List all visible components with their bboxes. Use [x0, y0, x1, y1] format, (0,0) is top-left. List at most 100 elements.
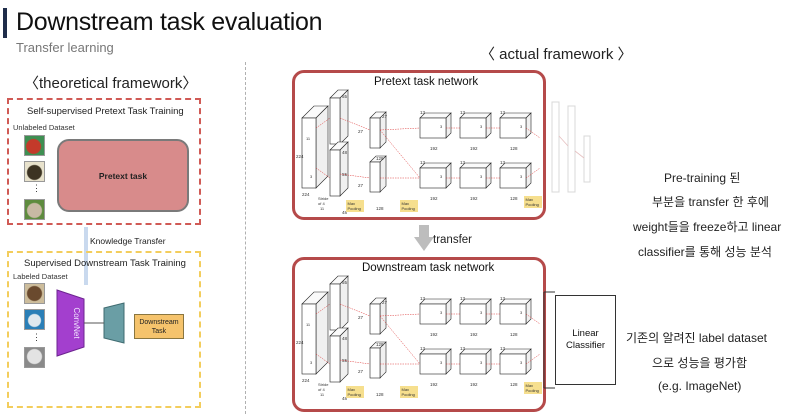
link-conv2-conv3-c [379, 129, 421, 179]
pretext-network-title: Pretext task network [374, 76, 479, 88]
downstream-training-title: Supervised Downstream Task Training [24, 258, 186, 269]
max-pool-3-box [524, 196, 542, 208]
input-size-a: 224 [296, 340, 304, 345]
unlabeled-dataset-label: Unlabeled Dataset [13, 123, 75, 132]
link-in-conv1-a [315, 303, 331, 315]
input-size-a: 224 [296, 154, 304, 159]
conv2-size-upper: 27 [382, 300, 388, 305]
linear-classifier-line1: Linear [572, 328, 599, 339]
unlabeled-image-animal [24, 161, 45, 182]
conv1-depth-bottom: 48 [342, 396, 348, 401]
max-pool-2-line1: Max [402, 387, 410, 392]
conv4-depth-upper: 192 [470, 332, 478, 337]
max-pool-1-line2: Pooling [348, 206, 361, 211]
input-size-b: 224 [302, 192, 310, 197]
note-pretraining-1: Pre-training 된 [664, 171, 741, 185]
link-conv5-out-b [525, 353, 541, 365]
max-pool-1-line2: Pooling [348, 392, 361, 397]
max-pool-3-box [524, 382, 542, 394]
note-eval-3: (e.g. ImageNet) [658, 379, 742, 393]
max-pool-3-line1: Max [526, 383, 534, 388]
input-size-b: 224 [302, 378, 310, 383]
conv3-kernel-lower: 3 [440, 174, 443, 179]
downstream-task-label-2: Task [151, 327, 167, 335]
labeled-ellipsis: ⋮ [32, 332, 41, 342]
linear-classifier-bracket [543, 291, 555, 389]
conv1-upper-front [329, 97, 341, 145]
input-volume-side [315, 105, 329, 189]
note-eval-2: 으로 성능을 평가함 [652, 356, 747, 370]
conv5-kernel-upper: 3 [520, 310, 523, 315]
labeled-dataset-label: Labeled Dataset [13, 272, 68, 281]
link-conv1-conv2-b [339, 173, 371, 179]
conv4-size-upper: 13 [460, 110, 466, 115]
convnet-trapezoid [56, 289, 85, 357]
conv4-kernel-lower: 3 [480, 174, 483, 179]
link-in-conv1-b [315, 167, 331, 179]
conv1-depth: 48 [342, 336, 348, 341]
note-eval-1: 기존의 알려진 label dataset [626, 331, 767, 345]
stride-label-1: Stride [318, 196, 329, 201]
conv5-size-upper: 13 [500, 296, 506, 301]
conv5-size-lower: 13 [500, 346, 506, 351]
link-conv1-conv2-a [339, 303, 371, 317]
max-pool-2-box [400, 200, 418, 212]
conv4-size-lower: 13 [460, 346, 466, 351]
conv5-size-lower: 13 [500, 160, 506, 165]
input-channels: 3 [310, 174, 313, 179]
title-accent-bar [3, 8, 7, 38]
conv4-depth-upper: 192 [470, 146, 478, 151]
conv3-kernel-lower: 3 [440, 360, 443, 365]
conv2-lower-front [369, 347, 381, 379]
max-pool-1-line1: Max [348, 201, 356, 206]
max-pool-1-box [346, 386, 364, 398]
convnet-label: ConvNet [72, 307, 81, 339]
conv5-depth-upper: 128 [510, 146, 518, 151]
pretext-training-panel [7, 98, 201, 225]
conv4-depth-lower: 192 [470, 196, 478, 201]
unlabeled-image-bird [24, 135, 45, 156]
link-conv5-out-a [525, 127, 541, 139]
link-conv2-conv3-a [379, 127, 421, 131]
max-pool-2-line1: Max [402, 201, 410, 206]
conv1-depth: 48 [342, 150, 348, 155]
link-conv5-out-b [525, 167, 541, 179]
conv2-depth-bottom: 128 [376, 206, 384, 211]
linear-classifier-box: Linear Classifier [555, 295, 616, 385]
knowledge-transfer-label: Knowledge Transfer [90, 236, 166, 246]
conv1-size-upper: 55 [342, 280, 348, 285]
kernel-size-11: 11 [320, 392, 325, 397]
note-pretraining-4: classifier를 통해 성능 분석 [638, 245, 772, 259]
max-pool-3-line2: Pooling [526, 202, 539, 207]
conv2-depth-bottom: 128 [376, 392, 384, 397]
conv2-size-upper-inner: 27 [358, 129, 364, 134]
knowledge-transfer-arrow [84, 227, 88, 285]
conv5-depth-lower: 128 [510, 382, 518, 387]
conv4-kernel-lower: 3 [480, 360, 483, 365]
faded-link-1 [558, 135, 569, 147]
page-subtitle: Transfer learning [16, 40, 114, 55]
conv2-depth: 128 [376, 156, 384, 161]
stride-label-1: Stride [318, 382, 329, 387]
linear-classifier-line2: Classifier [565, 340, 606, 351]
conv5-kernel-upper: 3 [520, 124, 523, 129]
conv2-upper-front [369, 117, 381, 149]
conv3-depth-lower: 192 [430, 382, 438, 387]
kernel-size-11: 11 [320, 206, 325, 211]
link-conv1-conv2-b [339, 359, 371, 365]
downstream-task-label-1: Downstream [139, 318, 179, 326]
conv3-size-upper: 13 [420, 296, 426, 301]
max-pool-1-line1: Max [348, 387, 356, 392]
link-in-conv1-a [315, 117, 331, 129]
downstream-task-box: Downstream Task [134, 314, 184, 339]
conv5-kernel-lower: 3 [520, 360, 523, 365]
conv1-size-lower: 55 [342, 172, 348, 177]
transfer-arrow [414, 225, 434, 251]
input-volume-front [301, 117, 317, 189]
conv4-kernel-upper: 3 [480, 310, 483, 315]
input-depth-11: 11 [306, 136, 311, 141]
conv2-size-upper: 27 [382, 114, 388, 119]
